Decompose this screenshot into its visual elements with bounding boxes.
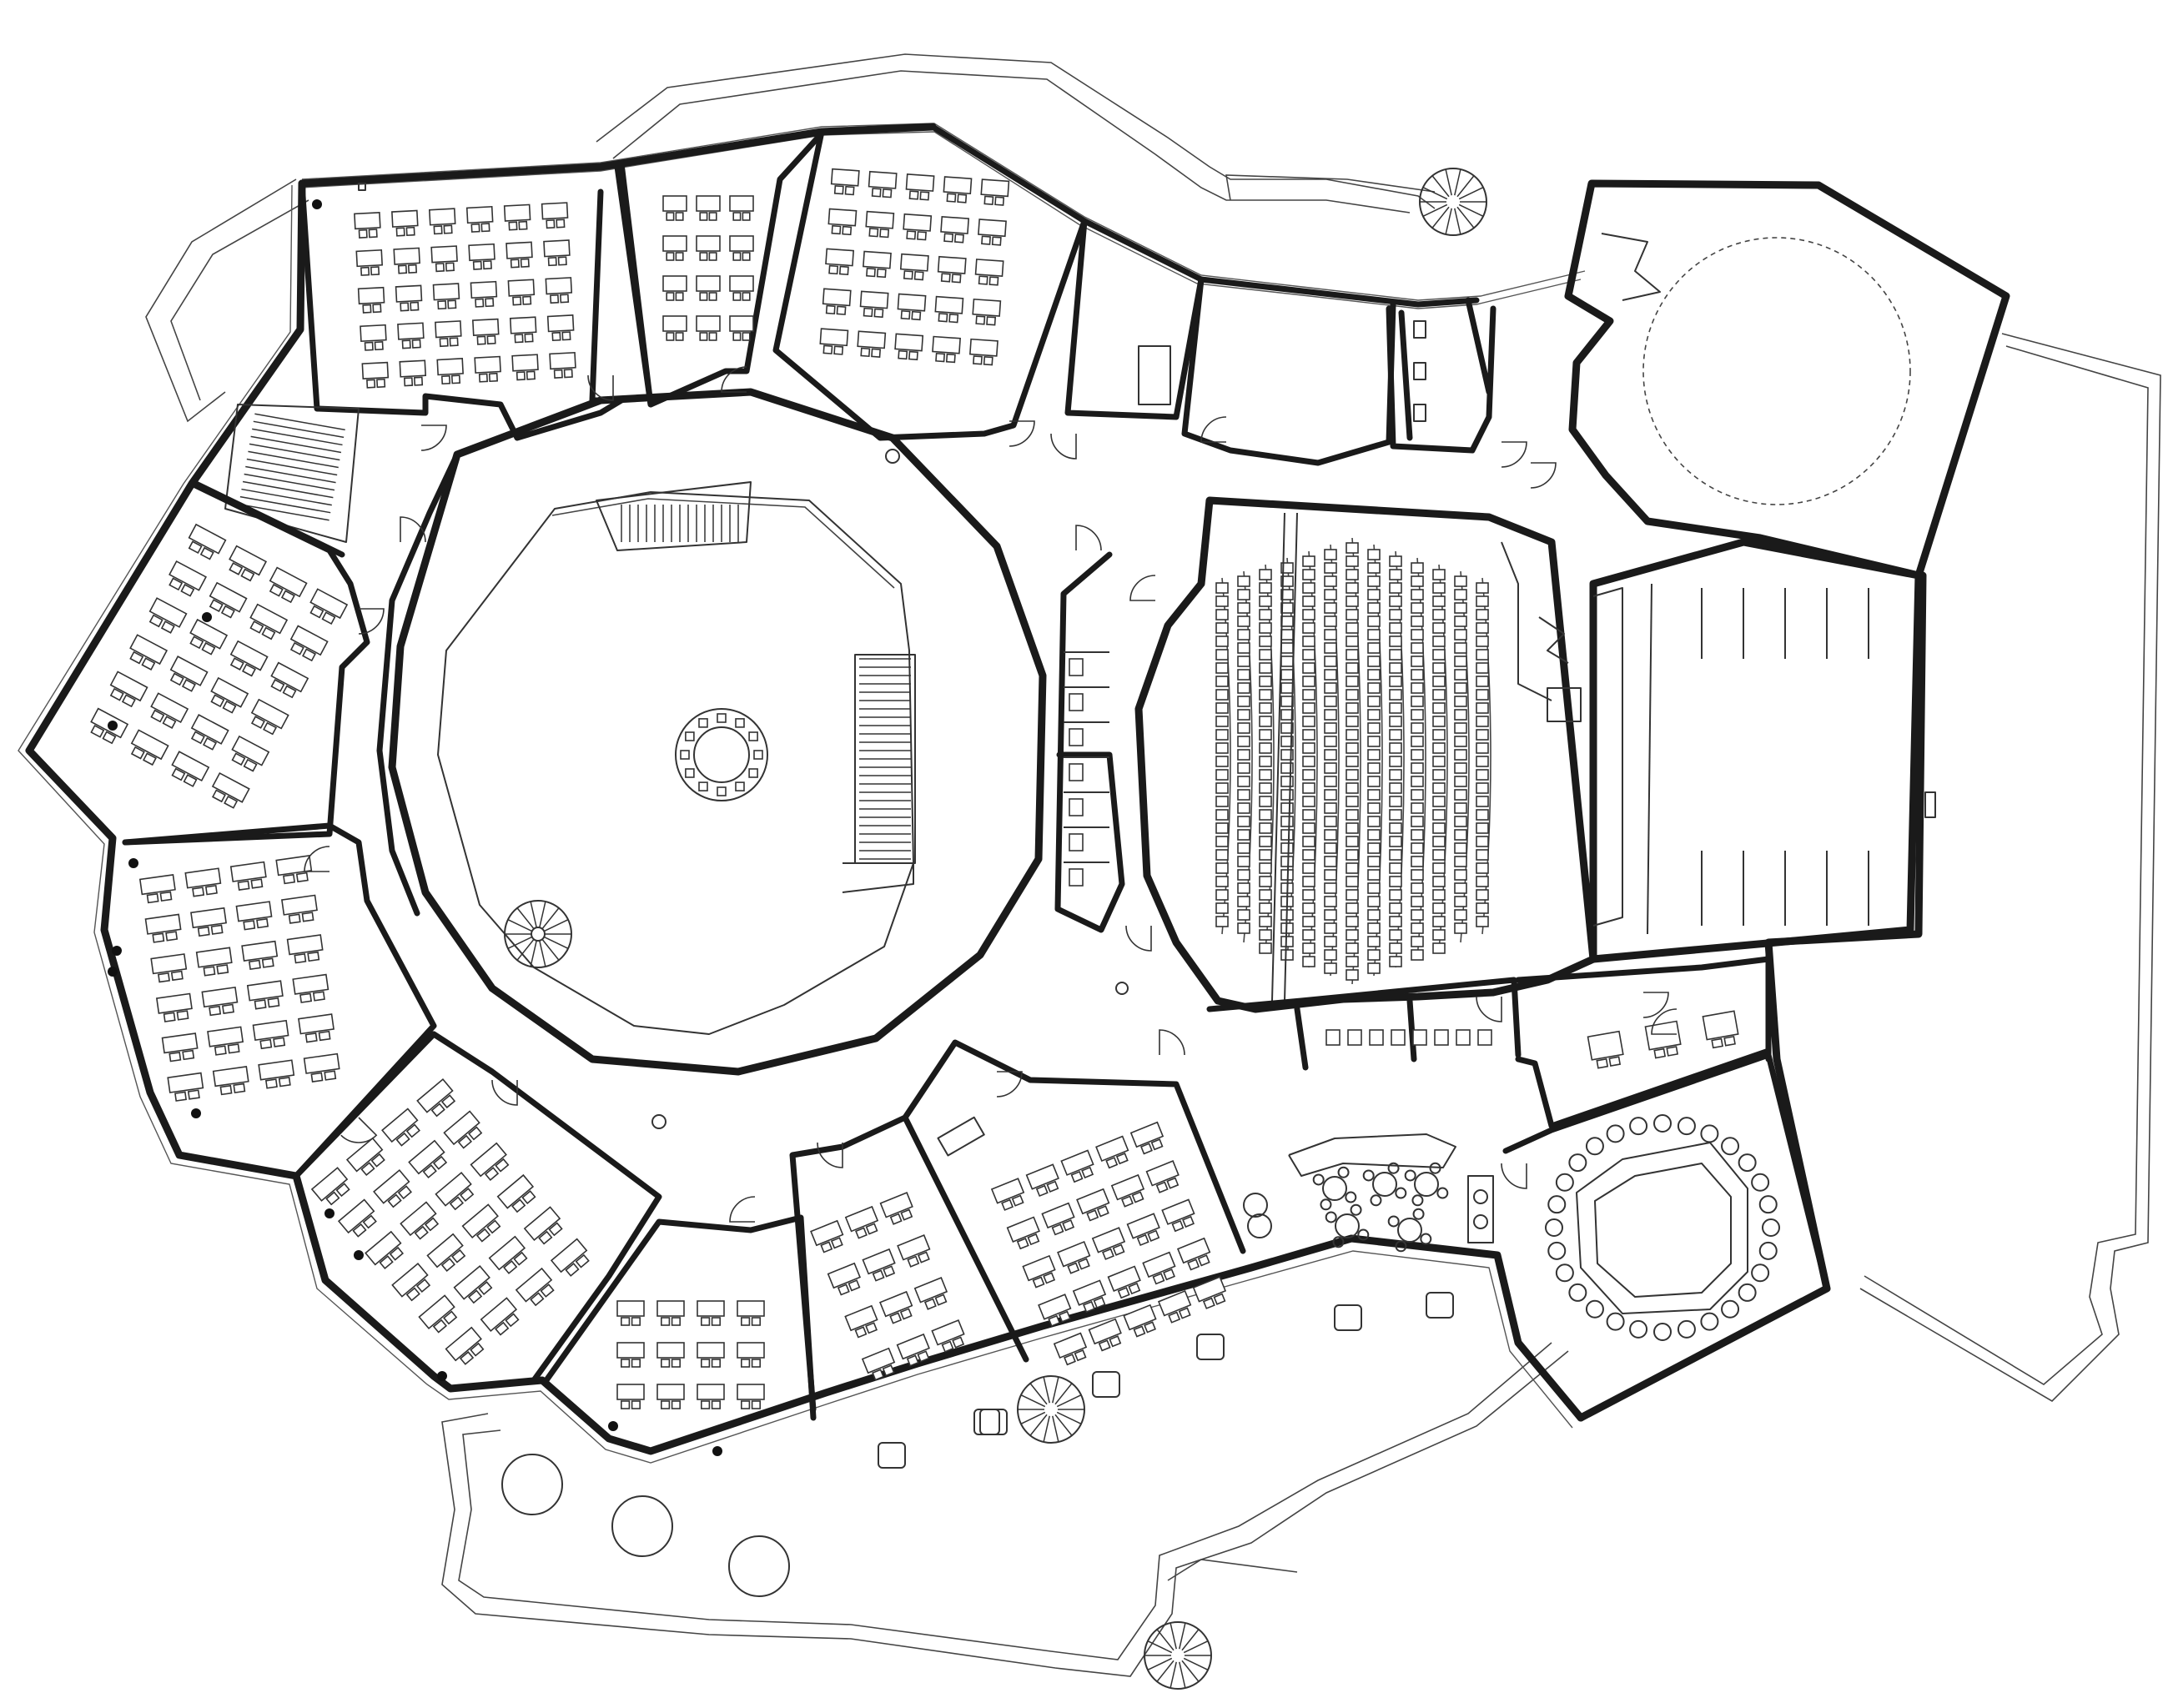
- round-hall: [1601, 233, 1911, 505]
- classroom-south-west-1: [293, 1031, 662, 1384]
- toilets-north: [1398, 309, 1426, 441]
- office-north: [1064, 218, 1496, 466]
- spiral-stair-icon: [504, 900, 572, 968]
- stage: [1589, 538, 1936, 963]
- conference-room: [1502, 1052, 1830, 1421]
- auditorium: [1134, 496, 1597, 1013]
- classroom-south-west-2: [543, 1214, 817, 1421]
- gallery-stair: [596, 481, 752, 551]
- classroom-south-2: [902, 1039, 1246, 1366]
- classroom-north-1: [299, 163, 654, 441]
- central-round-table: [675, 708, 768, 801]
- classroom-west-1: [90, 480, 370, 846]
- grand-stair: [842, 654, 916, 893]
- spiral-stair-north-icon: [1419, 168, 1487, 236]
- classroom-north-3: [772, 128, 1088, 441]
- classroom-south-1: [789, 1114, 1029, 1413]
- offices-south-east: [1515, 956, 1772, 1129]
- spiral-stair-terrace-icon: [1144, 1621, 1212, 1690]
- stair-west: [193, 404, 360, 558]
- columns: [108, 199, 722, 1456]
- terrace-planters: [501, 1292, 1454, 1597]
- conference-table: [1576, 1142, 1748, 1314]
- cafe: [1243, 1133, 1494, 1253]
- exterior-walls: [18, 123, 2010, 1464]
- atrium-void: [437, 491, 914, 1035]
- backstage: [1501, 541, 1582, 722]
- classroom-west-2: [122, 822, 437, 1179]
- classroom-north-2: [618, 130, 825, 408]
- central-atrium: [376, 388, 1047, 1129]
- toilets-auditorium: [1054, 551, 1129, 995]
- landscape-outline: [145, 53, 2161, 1677]
- toilets-south: [1206, 977, 1522, 1071]
- doors: [304, 366, 1678, 1223]
- spiral-stair-south-icon: [1017, 1375, 1085, 1444]
